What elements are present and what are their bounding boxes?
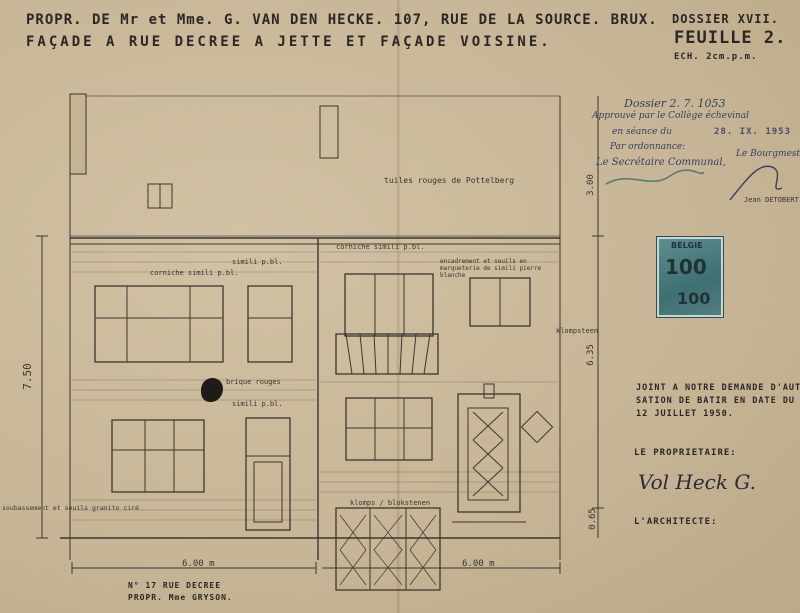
label-ground: klomps / blokstenen — [350, 499, 431, 507]
label-sill: klompsteen — [556, 327, 599, 335]
approval-line-4: Par ordonnance: — [610, 142, 686, 152]
label-simili-mid: simili p.bl. — [232, 400, 283, 408]
dim-width-right: 6.00 m — [462, 559, 495, 569]
approval-line-5: Le Secrétaire Communal, — [596, 157, 726, 168]
dim-width-left: 6.00 m — [182, 559, 215, 569]
ink-blot — [201, 378, 223, 402]
approval-line-6: Le Bourgmestre, — [736, 149, 800, 159]
conformity-line-2: SATION DE BATIR EN DATE DU — [636, 396, 796, 406]
label-cornice-left: corniche simili p.bl. — [150, 269, 239, 277]
tax-stamp-bottom: 100 — [677, 289, 711, 308]
neighbour-line-1: N° 17 RUE DECREE — [128, 581, 222, 590]
neighbour-line-2: PROPR. Mme GRYSON. — [128, 593, 233, 602]
approval-line-2: Approuvé par le Collège échevinal — [592, 111, 749, 121]
title-line-1: PROPR. DE Mr et Mme. G. VAN DEN HECKE. 1… — [26, 12, 658, 28]
tax-stamp-top: BELGIE — [671, 241, 703, 250]
dossier-label: DOSSIER XVII. — [672, 12, 779, 26]
approval-sign-name: Jean DETOBERT — [744, 196, 799, 204]
tax-stamp: BELGIE 100 100 — [656, 236, 724, 318]
scale-label: ECH. 2cm.p.m. — [674, 52, 758, 62]
title-line-2: FAÇADE A RUE DECREE A JETTE ET FAÇADE VO… — [26, 34, 552, 50]
label-base: soubassement et seuils granito ciré — [2, 504, 139, 512]
conformity-line-3: 12 JUILLET 1950. — [636, 409, 734, 419]
approval-line-3: en séance du — [612, 127, 672, 137]
conformity-line-1: JOINT A NOTRE DEMANDE D'AUTORI- — [636, 383, 800, 393]
label-cornice-right: corniche simili p.bl. — [336, 243, 425, 251]
approval-line-1: Dossier 2. 7. 1053 — [624, 97, 726, 110]
approval-date: 28. IX. 1953 — [714, 127, 792, 137]
sheet-number: FEUILLE 2. — [674, 28, 787, 48]
label-simili-top: simili p.bl. — [232, 258, 283, 266]
label-roof: tuiles rouges de Pottelberg — [384, 176, 515, 185]
owner-label: LE PROPRIETAIRE: — [634, 448, 737, 458]
label-window-note: encadrement et seuils en marqueterie de … — [440, 258, 542, 279]
owner-signature: Vol Heck G. — [638, 470, 756, 494]
label-brick: brique rouges — [226, 378, 281, 386]
tax-stamp-value: 100 — [665, 255, 707, 279]
architect-label: L'ARCHITECTE: — [634, 517, 718, 527]
